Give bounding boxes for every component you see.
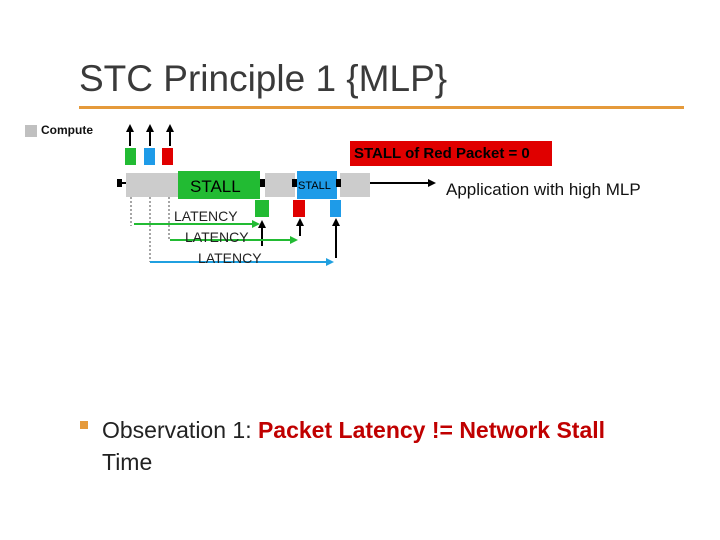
observation-text: Observation 1: Packet Latency != Network… [102, 414, 692, 478]
application-label: Application with high MLP [446, 180, 641, 199]
compute-legend-label: Compute [41, 123, 93, 137]
compute-block-3 [340, 173, 370, 197]
packet-red-return [293, 200, 305, 217]
packet-blue-return [330, 200, 341, 217]
packet-green-return [255, 200, 269, 217]
compute-block-1 [126, 173, 178, 197]
stall-block [178, 171, 260, 199]
packet-red-top [162, 148, 173, 165]
latency-label-2: LATENCY [185, 229, 249, 245]
observation-highlight: Packet Latency != Network Stall [257, 417, 606, 443]
timeline-tick-1 [260, 179, 265, 187]
timeline-tick-3 [336, 179, 341, 187]
stall-small-block [297, 171, 337, 199]
stall-label-big: STALL [190, 177, 241, 196]
title-divider [79, 106, 684, 109]
stall-banner: STALL of Red Packet = 0 [350, 141, 552, 166]
observation-suffix: Time [102, 449, 153, 475]
packet-green-top [125, 148, 136, 165]
latency-label-3: LATENCY [198, 250, 262, 266]
observation-prefix: Observation 1: [102, 417, 258, 443]
timeline-tick-start [117, 179, 122, 187]
compute-block-2 [265, 173, 295, 197]
bullet-icon [80, 421, 88, 429]
stall-label-small: STALL [298, 180, 331, 192]
packet-blue-top [144, 148, 155, 165]
timeline-tick-2 [292, 179, 297, 187]
latency-label-1: LATENCY [174, 208, 238, 224]
compute-legend-swatch [25, 125, 37, 137]
page-title: STC Principle 1 {MLP} [79, 58, 448, 99]
